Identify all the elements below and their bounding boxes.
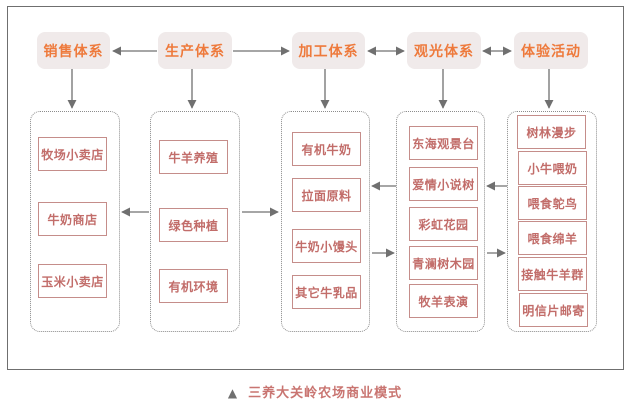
- item-processing-2: 拉面原料: [292, 178, 361, 212]
- header-processing: 加工体系: [292, 32, 365, 69]
- item-production-3: 有机环境: [159, 269, 228, 303]
- item-experience-1: 树林漫步: [517, 115, 586, 149]
- item-experience-4: 喂食绵羊: [518, 221, 587, 255]
- item-tourism-2: 爱情小说树: [409, 167, 478, 201]
- triangle-marker-icon: ▲: [227, 386, 239, 400]
- header-tourism: 观光体系: [407, 32, 481, 69]
- item-sales-1: 牧场小卖店: [38, 137, 107, 171]
- caption-text: 三养大关岭农场商业模式: [248, 386, 403, 401]
- item-experience-3: 喂食鸵鸟: [518, 186, 587, 220]
- group-experience: [507, 111, 597, 332]
- item-production-1: 牛羊养殖: [159, 140, 228, 174]
- item-experience-6: 明信片邮寄: [519, 293, 588, 327]
- header-experience: 体验活动: [514, 32, 588, 69]
- item-processing-1: 有机牛奶: [292, 132, 361, 166]
- group-production: [150, 111, 240, 332]
- item-sales-3: 玉米小卖店: [38, 264, 107, 298]
- group-sales: [30, 111, 120, 332]
- item-experience-2: 小牛喂奶: [518, 151, 587, 185]
- item-production-2: 绿色种植: [159, 208, 228, 242]
- item-experience-5: 接触牛羊群: [518, 257, 587, 291]
- item-processing-4: 其它牛乳品: [292, 275, 361, 309]
- item-tourism-3: 彩虹花园: [409, 207, 478, 241]
- group-processing: [281, 111, 370, 332]
- group-tourism: [396, 111, 485, 332]
- header-sales: 销售体系: [37, 32, 110, 69]
- item-tourism-4: 青澜树木园: [409, 246, 478, 280]
- item-tourism-1: 东海观景台: [409, 126, 478, 160]
- item-sales-2: 牛奶商店: [38, 202, 107, 236]
- item-processing-3: 牛奶小馒头: [292, 229, 361, 263]
- item-tourism-5: 牧羊表演: [409, 284, 478, 318]
- figure-caption: ▲ 三养大关岭农场商业模式: [0, 382, 630, 401]
- header-production: 生产体系: [158, 32, 232, 69]
